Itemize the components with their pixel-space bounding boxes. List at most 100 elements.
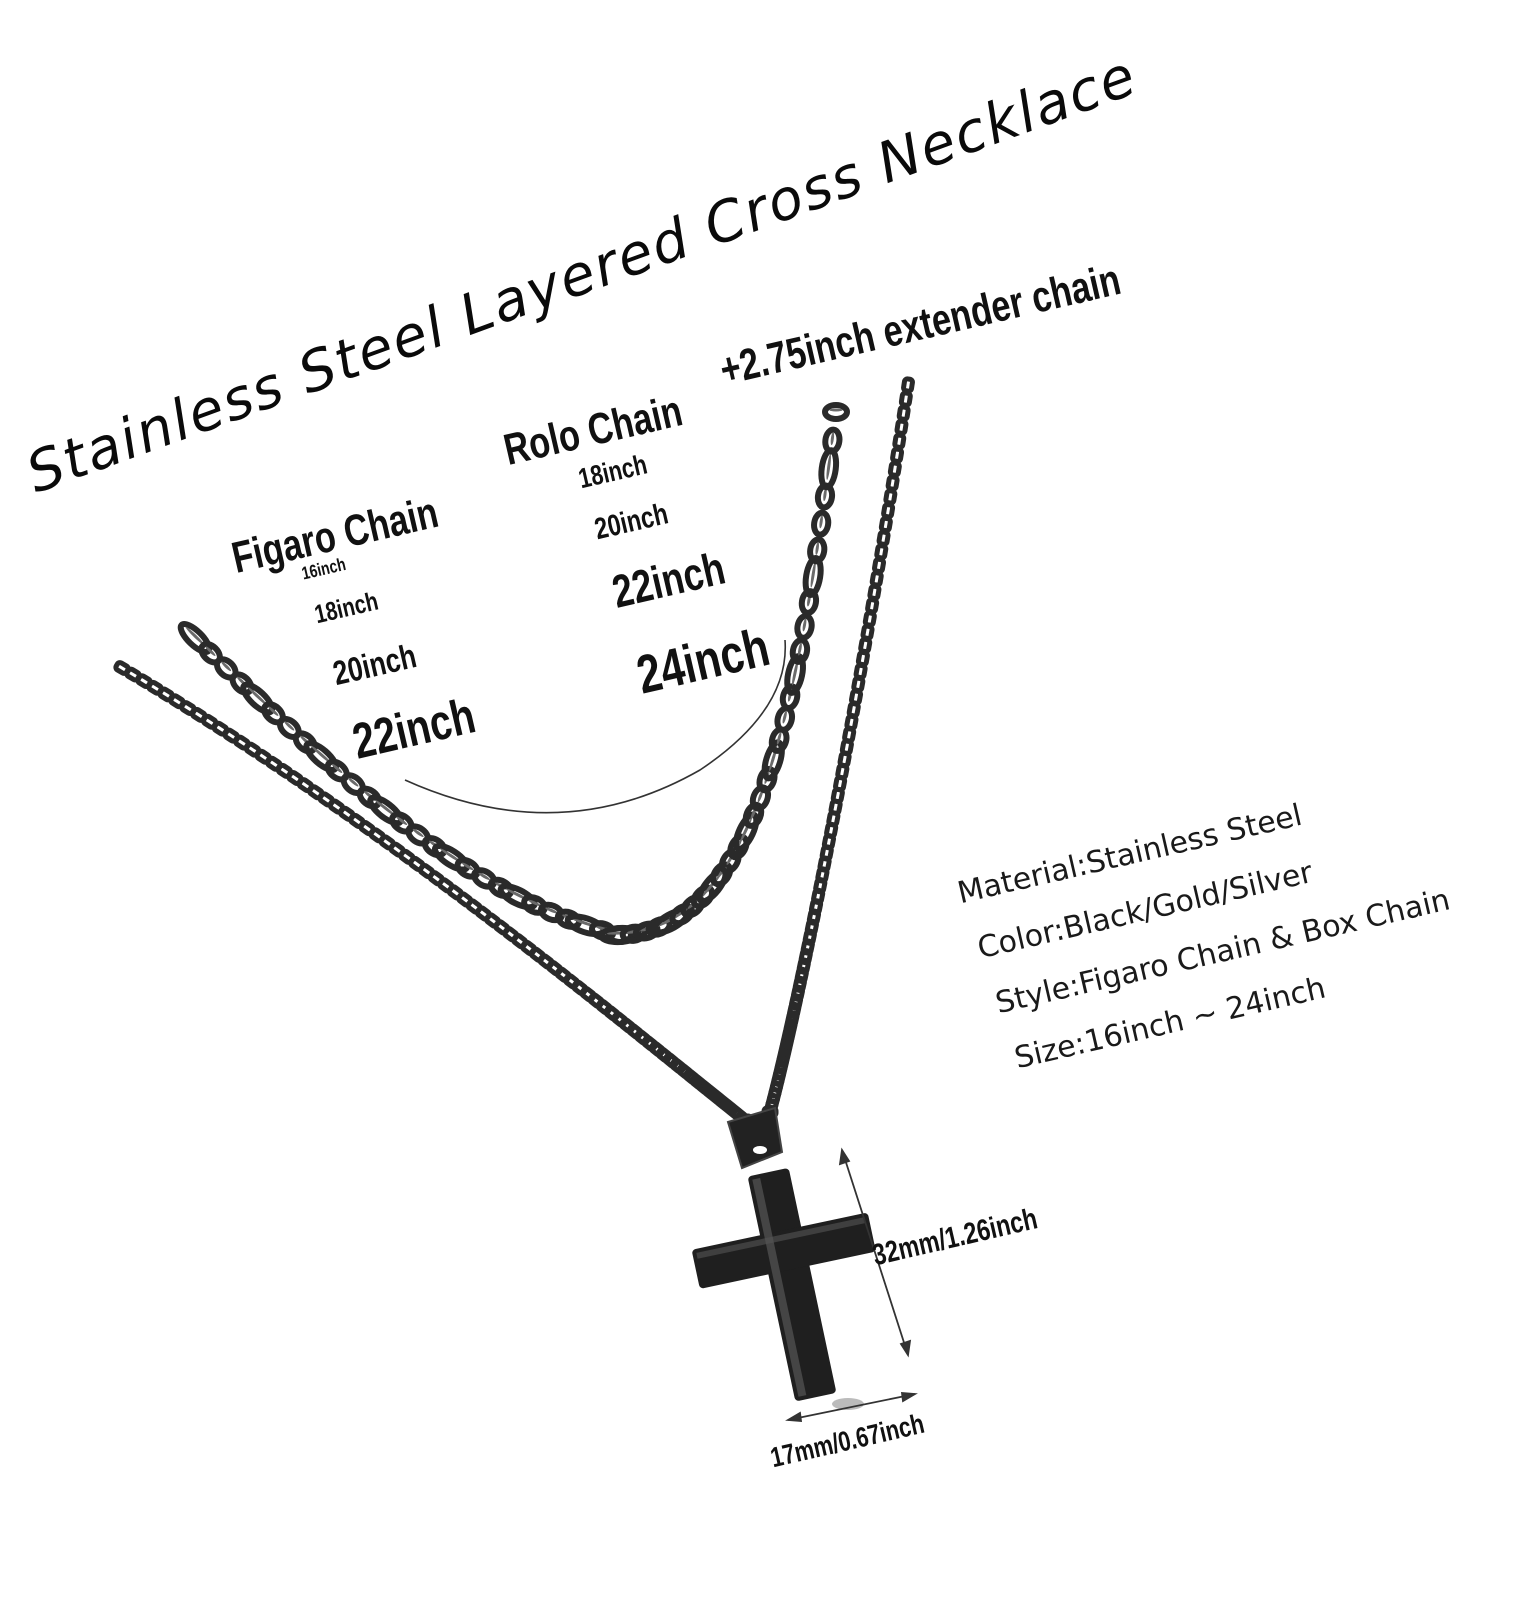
figaro-link-highlight <box>826 453 831 480</box>
box-chain-link <box>872 556 886 575</box>
figaro-link-highlight <box>268 706 279 716</box>
box-chain-link <box>865 597 880 615</box>
figaro-chain-link <box>537 901 565 924</box>
box-chain-link <box>779 1033 795 1052</box>
figaro-chain-link <box>303 740 339 773</box>
figaro-chain-link <box>431 842 471 873</box>
figaro-chain-link <box>669 902 695 927</box>
figaro-chain-link <box>802 555 824 599</box>
figaro-link-highlight <box>792 659 799 686</box>
figaro-chain-link <box>521 894 548 916</box>
figaro-link-highlight <box>757 789 764 803</box>
figaro-chain-link <box>811 509 832 538</box>
figaro-link-highlight <box>332 764 343 773</box>
figaro-chain-link <box>710 861 734 888</box>
figaro-chain-link <box>367 794 404 827</box>
figaro-chain-link <box>487 876 515 899</box>
figaro-chain-link <box>742 801 765 829</box>
box-chain-link <box>876 529 891 547</box>
width-dimension-arrow <box>785 1392 918 1422</box>
figaro-link-highlight <box>810 561 816 588</box>
box-chain-link <box>890 446 905 464</box>
box-chain-link <box>785 1010 800 1028</box>
figaro-link-highlight <box>830 432 835 446</box>
figaro-link-highlight <box>819 515 823 529</box>
figaro-chain-link <box>718 848 742 875</box>
box-chain-link <box>633 1029 651 1046</box>
figaro-link-highlight <box>375 800 397 817</box>
figaro-link-highlight <box>284 721 295 731</box>
figaro-chain-link <box>229 671 255 696</box>
cross-shadow <box>832 1398 864 1410</box>
length-arc <box>404 639 787 814</box>
figaro-chain <box>177 402 850 946</box>
figaro-chain-link <box>554 908 583 930</box>
figaro-chain-link <box>798 588 820 616</box>
figaro-link-highlight <box>797 642 802 656</box>
box-chain-link <box>901 376 915 394</box>
box-chain-link <box>701 1084 719 1101</box>
box-chain-link <box>892 432 907 450</box>
figaro-link-highlight <box>528 899 541 907</box>
figaro-link-highlight <box>815 541 820 555</box>
figaro-chain-link <box>822 426 843 455</box>
box-chain-link <box>792 975 807 994</box>
figaro-chain-link <box>497 883 538 911</box>
box-chain-link <box>790 984 806 1002</box>
box-chain-link <box>878 515 893 534</box>
figaro-link-highlight <box>185 626 205 646</box>
figaro-link-highlight <box>461 862 474 871</box>
figaro-link-highlight <box>440 848 463 864</box>
box-chain-link <box>676 1063 694 1080</box>
figaro-link-highlight <box>248 687 268 706</box>
box-chain-link <box>883 488 898 506</box>
box-chain-link <box>874 543 889 561</box>
figaro-link-highlight <box>348 777 359 787</box>
box-chain-link <box>881 502 896 520</box>
cross-pendant <box>692 1168 876 1401</box>
box-chain-link <box>885 474 900 492</box>
figaro-chain-link <box>779 683 801 712</box>
box-chain-link <box>648 1041 666 1058</box>
figaro-link-highlight <box>823 487 827 502</box>
figaro-link-highlight <box>802 618 807 632</box>
figaro-link-highlight <box>221 661 232 672</box>
box-chain-link <box>662 1052 680 1069</box>
box-chain-link <box>894 418 909 436</box>
box-chain-link <box>862 610 877 628</box>
figaro-chain-link <box>807 536 828 565</box>
figaro-chain-link <box>784 653 806 696</box>
box-chain-link <box>695 1078 713 1096</box>
figaro-chain-link <box>619 923 648 944</box>
figaro-link-highlight <box>205 646 216 656</box>
box-chain-link <box>655 1046 673 1064</box>
box-chain-link <box>689 1073 707 1091</box>
figaro-link-highlight <box>782 710 787 724</box>
figaro-link-highlight <box>776 731 782 745</box>
box-chain-link <box>783 1018 798 1036</box>
figaro-chain-link <box>292 730 318 755</box>
box-chain-link <box>887 460 902 478</box>
box-chain-link <box>867 583 882 601</box>
figaro-chain-link <box>421 835 448 859</box>
box-chain-link <box>708 1088 725 1106</box>
figaro-link-highlight <box>545 907 558 914</box>
figaro-link-highlight <box>478 872 490 880</box>
box-chain-link <box>788 993 804 1011</box>
box-chain-link <box>781 1026 796 1044</box>
figaro-chain-link <box>794 612 815 641</box>
figaro-chain-link <box>356 785 383 810</box>
figaro-chain-link <box>822 402 850 422</box>
figaro-link-highlight <box>311 745 332 764</box>
box-chain-link <box>898 390 913 408</box>
box-chain-link <box>794 966 809 984</box>
box-chain-link <box>682 1068 700 1085</box>
box-chain <box>113 376 915 1127</box>
box-chain-link <box>869 570 884 588</box>
box-chain-link <box>669 1057 687 1075</box>
box-chain-link <box>641 1035 659 1052</box>
box-chain-link <box>787 1001 802 1020</box>
figaro-link-highlight <box>412 828 424 838</box>
